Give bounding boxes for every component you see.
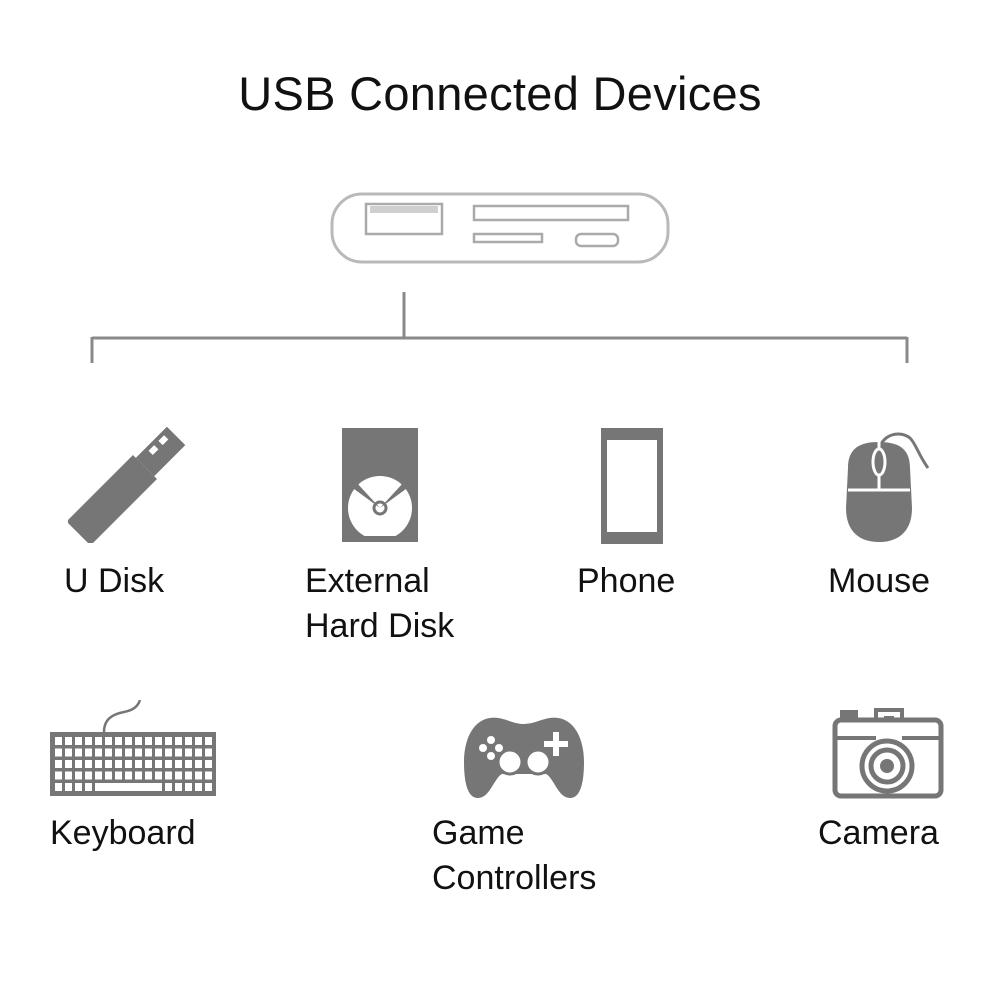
gamepad-icon <box>464 717 584 798</box>
card-reader-hub-icon <box>330 192 670 264</box>
keyboard-key <box>145 760 152 768</box>
keyboard-key <box>95 748 102 757</box>
keyboard-key <box>115 760 122 768</box>
keyboard-key <box>185 771 192 780</box>
keyboard-key <box>65 748 72 757</box>
keyboard-key <box>175 737 182 745</box>
keyboard-key <box>105 737 112 745</box>
keyboard-key <box>165 760 172 768</box>
keyboard-key <box>205 737 212 745</box>
keyboard-key <box>85 760 92 768</box>
keyboard-key <box>135 748 142 757</box>
hard-disk-icon <box>342 428 418 542</box>
keyboard-key <box>75 737 82 745</box>
keyboard-key <box>85 737 92 745</box>
keyboard-key <box>65 783 72 791</box>
keyboard-key <box>165 737 172 745</box>
keyboard-key <box>145 748 152 757</box>
usb-drive-icon <box>68 426 186 543</box>
label-phone: Phone <box>577 562 676 600</box>
keyboard-key <box>115 748 122 757</box>
label-keyboard: Keyboard <box>50 814 196 852</box>
keyboard-key <box>85 771 92 780</box>
keyboard-key <box>135 771 142 780</box>
keyboard-key <box>185 737 192 745</box>
keyboard-key <box>115 737 122 745</box>
keyboard-key <box>75 760 82 768</box>
keyboard-key <box>55 760 62 768</box>
keyboard-key <box>155 737 162 745</box>
keyboard-key <box>175 748 182 757</box>
keyboard-key <box>195 760 202 768</box>
keyboard-key <box>165 783 172 791</box>
label-external-hard-disk: External Hard Disk <box>305 562 455 645</box>
keyboard-key <box>195 771 202 780</box>
keyboard-key <box>125 760 132 768</box>
keyboard-key <box>205 783 212 791</box>
keyboard-key <box>55 771 62 780</box>
keyboard-key <box>175 771 182 780</box>
keyboard-key <box>105 748 112 757</box>
keyboard-key <box>65 737 72 745</box>
keyboard-key <box>165 771 172 780</box>
keyboard-key <box>75 748 82 757</box>
keyboard-key <box>55 783 62 791</box>
keyboard-key <box>205 771 212 780</box>
keyboard-icon <box>50 700 216 796</box>
keyboard-key <box>165 748 172 757</box>
keyboard-key <box>85 748 92 757</box>
keyboard-key <box>205 748 212 757</box>
keyboard-key <box>105 760 112 768</box>
keyboard-key <box>135 760 142 768</box>
keyboard-key <box>75 771 82 780</box>
keyboard-key <box>155 771 162 780</box>
keyboard-key <box>175 783 182 791</box>
keyboard-key <box>95 760 102 768</box>
keyboard-key <box>95 737 102 745</box>
keyboard-key <box>65 771 72 780</box>
label-game-controllers: Game Controllers <box>432 814 597 897</box>
label-u-disk: U Disk <box>64 562 165 600</box>
camera-icon <box>832 708 944 799</box>
keyboard-spacebar <box>95 783 162 791</box>
keyboard-key <box>95 771 102 780</box>
keyboard-key <box>175 760 182 768</box>
keyboard-key <box>195 737 202 745</box>
keyboard-key <box>155 748 162 757</box>
label-camera: Camera <box>818 814 939 852</box>
keyboard-key <box>155 760 162 768</box>
keyboard-key <box>185 783 192 791</box>
keyboard-key <box>75 783 82 791</box>
keyboard-key <box>125 737 132 745</box>
label-mouse: Mouse <box>828 562 931 600</box>
keyboard-key <box>125 771 132 780</box>
keyboard-key <box>55 737 62 745</box>
keyboard-key <box>65 760 72 768</box>
keyboard-key <box>135 737 142 745</box>
keyboard-key <box>205 760 212 768</box>
keyboard-key <box>85 783 92 791</box>
keyboard-key <box>195 748 202 757</box>
keyboard-key <box>185 748 192 757</box>
keyboard-key <box>145 771 152 780</box>
diagram-title: USB Connected Devices <box>238 67 762 120</box>
phone-icon <box>601 428 663 544</box>
keyboard-key <box>185 760 192 768</box>
keyboard-key <box>55 748 62 757</box>
keyboard-key <box>115 771 122 780</box>
keyboard-key <box>125 748 132 757</box>
keyboard-key <box>105 771 112 780</box>
keyboard-key <box>145 737 152 745</box>
mouse-icon <box>846 432 930 542</box>
keyboard-key <box>195 783 202 791</box>
